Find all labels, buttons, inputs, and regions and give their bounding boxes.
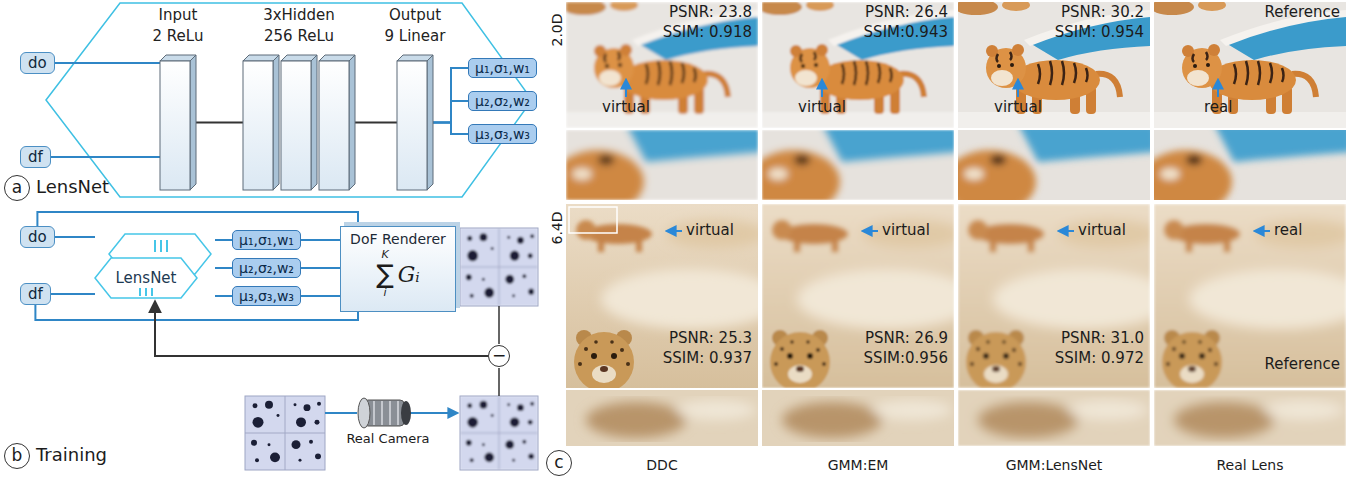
connector <box>215 295 232 297</box>
renderer-label: DoF Renderer <box>341 231 455 247</box>
column-label: GMM:LensNet <box>1006 457 1103 473</box>
formula: K∑iGᵢ <box>341 249 455 299</box>
ssim-value: SSIM: 0.937 <box>663 350 752 367</box>
gmm-parameter-box: μ₁,σ₁,w₁ <box>232 230 301 250</box>
variable-label: df <box>28 148 43 166</box>
parameter-label: μ₃,σ₃,w₃ <box>475 126 530 142</box>
row-label: 2.0D <box>549 13 565 46</box>
block-label: LensNet <box>95 269 197 287</box>
panel-letter: c <box>546 450 572 476</box>
connector <box>433 101 468 123</box>
gmm-parameter-box: μ₁,σ₁,w₁ <box>468 58 537 78</box>
connector <box>51 293 95 295</box>
difference-node: − <box>488 345 510 367</box>
layer-slab <box>243 55 355 190</box>
connector <box>433 123 468 135</box>
gmm-parameter-box: μ₂,σ₂,w₂ <box>232 258 301 278</box>
connector <box>301 267 340 269</box>
input-variable: df <box>20 146 51 168</box>
column-label: GMM:EM <box>828 457 889 473</box>
psnr-value: PSNR: 26.4 <box>865 4 948 21</box>
psnr-value: PSNR: 26.9 <box>865 330 948 347</box>
parameter-label: μ₁,σ₁,w₁ <box>475 60 530 76</box>
variable-label: do <box>28 54 47 72</box>
ssim-value: SSIM: 0.954 <box>1055 24 1144 41</box>
connector <box>37 212 358 226</box>
annotation: virtual <box>882 222 930 239</box>
parameter-label: μ₁,σ₁,w₁ <box>239 232 294 248</box>
parameter-label: μ₂,σ₂,w₂ <box>239 260 294 276</box>
layer-label: 9 Linear <box>385 27 446 45</box>
row-label: 6.4D <box>549 211 565 244</box>
annotation: real <box>1204 99 1232 116</box>
connector <box>301 295 340 297</box>
lensnet-block: LensNet <box>95 232 215 302</box>
connector <box>55 236 95 238</box>
ssim-value: SSIM:0.956 <box>864 350 948 367</box>
panel-title: LensNet <box>36 177 109 198</box>
input-variable: do <box>20 52 55 74</box>
connector <box>51 156 160 158</box>
ssim-value: SSIM: 0.972 <box>1055 350 1144 367</box>
connector <box>215 239 232 241</box>
parameter-label: μ₂,σ₂,w₂ <box>475 93 530 109</box>
camera-label: Real Camera <box>346 432 429 447</box>
ssim-value: SSIM: 0.918 <box>663 24 752 41</box>
variable-label: df <box>28 285 43 303</box>
annotation: virtual <box>686 222 734 239</box>
variable-label: do <box>28 228 47 246</box>
parameter-label: μ₃,σ₃,w₃ <box>239 288 294 304</box>
hexagon-outline <box>95 232 215 302</box>
sum-symbol: ∑ <box>376 261 394 287</box>
annotation: real <box>1274 222 1302 239</box>
layer-label: Input <box>159 6 198 24</box>
layer-label: 2 ReLu <box>153 27 204 45</box>
column-label: Real Lens <box>1217 457 1284 473</box>
layer-slab <box>160 55 196 190</box>
sum-stack: K∑i <box>376 249 394 299</box>
reference-tag: Reference <box>1264 356 1340 373</box>
layer-label: 3xHidden <box>263 6 335 24</box>
input-variable: df <box>20 283 51 305</box>
network-layer: Output9 Linear <box>397 55 433 190</box>
sum-upper-limit: K <box>381 249 388 261</box>
panel-title: Training <box>36 445 107 466</box>
reference-tag: Reference <box>1264 4 1340 21</box>
connector <box>35 305 358 320</box>
panel-letter: b <box>4 443 30 469</box>
connector <box>215 267 232 269</box>
psnr-value: PSNR: 23.8 <box>669 4 752 21</box>
connector <box>196 122 243 124</box>
gmm-parameter-box: μ₃,σ₃,w₃ <box>468 124 537 144</box>
annotation: virtual <box>994 99 1042 116</box>
layer-label: Output <box>389 6 441 24</box>
gmm-parameter-box: μ₂,σ₂,w₂ <box>468 91 537 111</box>
psnr-value: PSNR: 30.2 <box>1061 4 1144 21</box>
annotation: virtual <box>798 99 846 116</box>
connector <box>355 122 397 124</box>
minus-sign: − <box>492 345 506 365</box>
column-label: DDC <box>646 457 677 473</box>
connector <box>55 62 160 64</box>
layer-slab <box>397 55 433 190</box>
network-layer: 3xHidden256 ReLu <box>243 55 355 190</box>
network-layer: Input2 ReLu <box>160 55 196 190</box>
sum-index: i <box>383 287 386 299</box>
annotation: virtual <box>1078 222 1126 239</box>
renderer-box: DoF RendererK∑iGᵢ <box>340 226 456 312</box>
panel-letter: a <box>4 175 30 201</box>
psnr-value: PSNR: 25.3 <box>669 330 752 347</box>
gmm-parameter-box: μ₃,σ₃,w₃ <box>232 286 301 306</box>
ssim-value: SSIM:0.943 <box>864 24 948 41</box>
psnr-value: PSNR: 31.0 <box>1061 330 1144 347</box>
connector <box>433 68 468 123</box>
annotation: virtual <box>602 99 650 116</box>
input-variable: do <box>20 226 55 248</box>
layer-label: 256 ReLu <box>264 27 334 45</box>
gaussian-term: Gᵢ <box>398 262 420 287</box>
connector <box>301 239 340 241</box>
